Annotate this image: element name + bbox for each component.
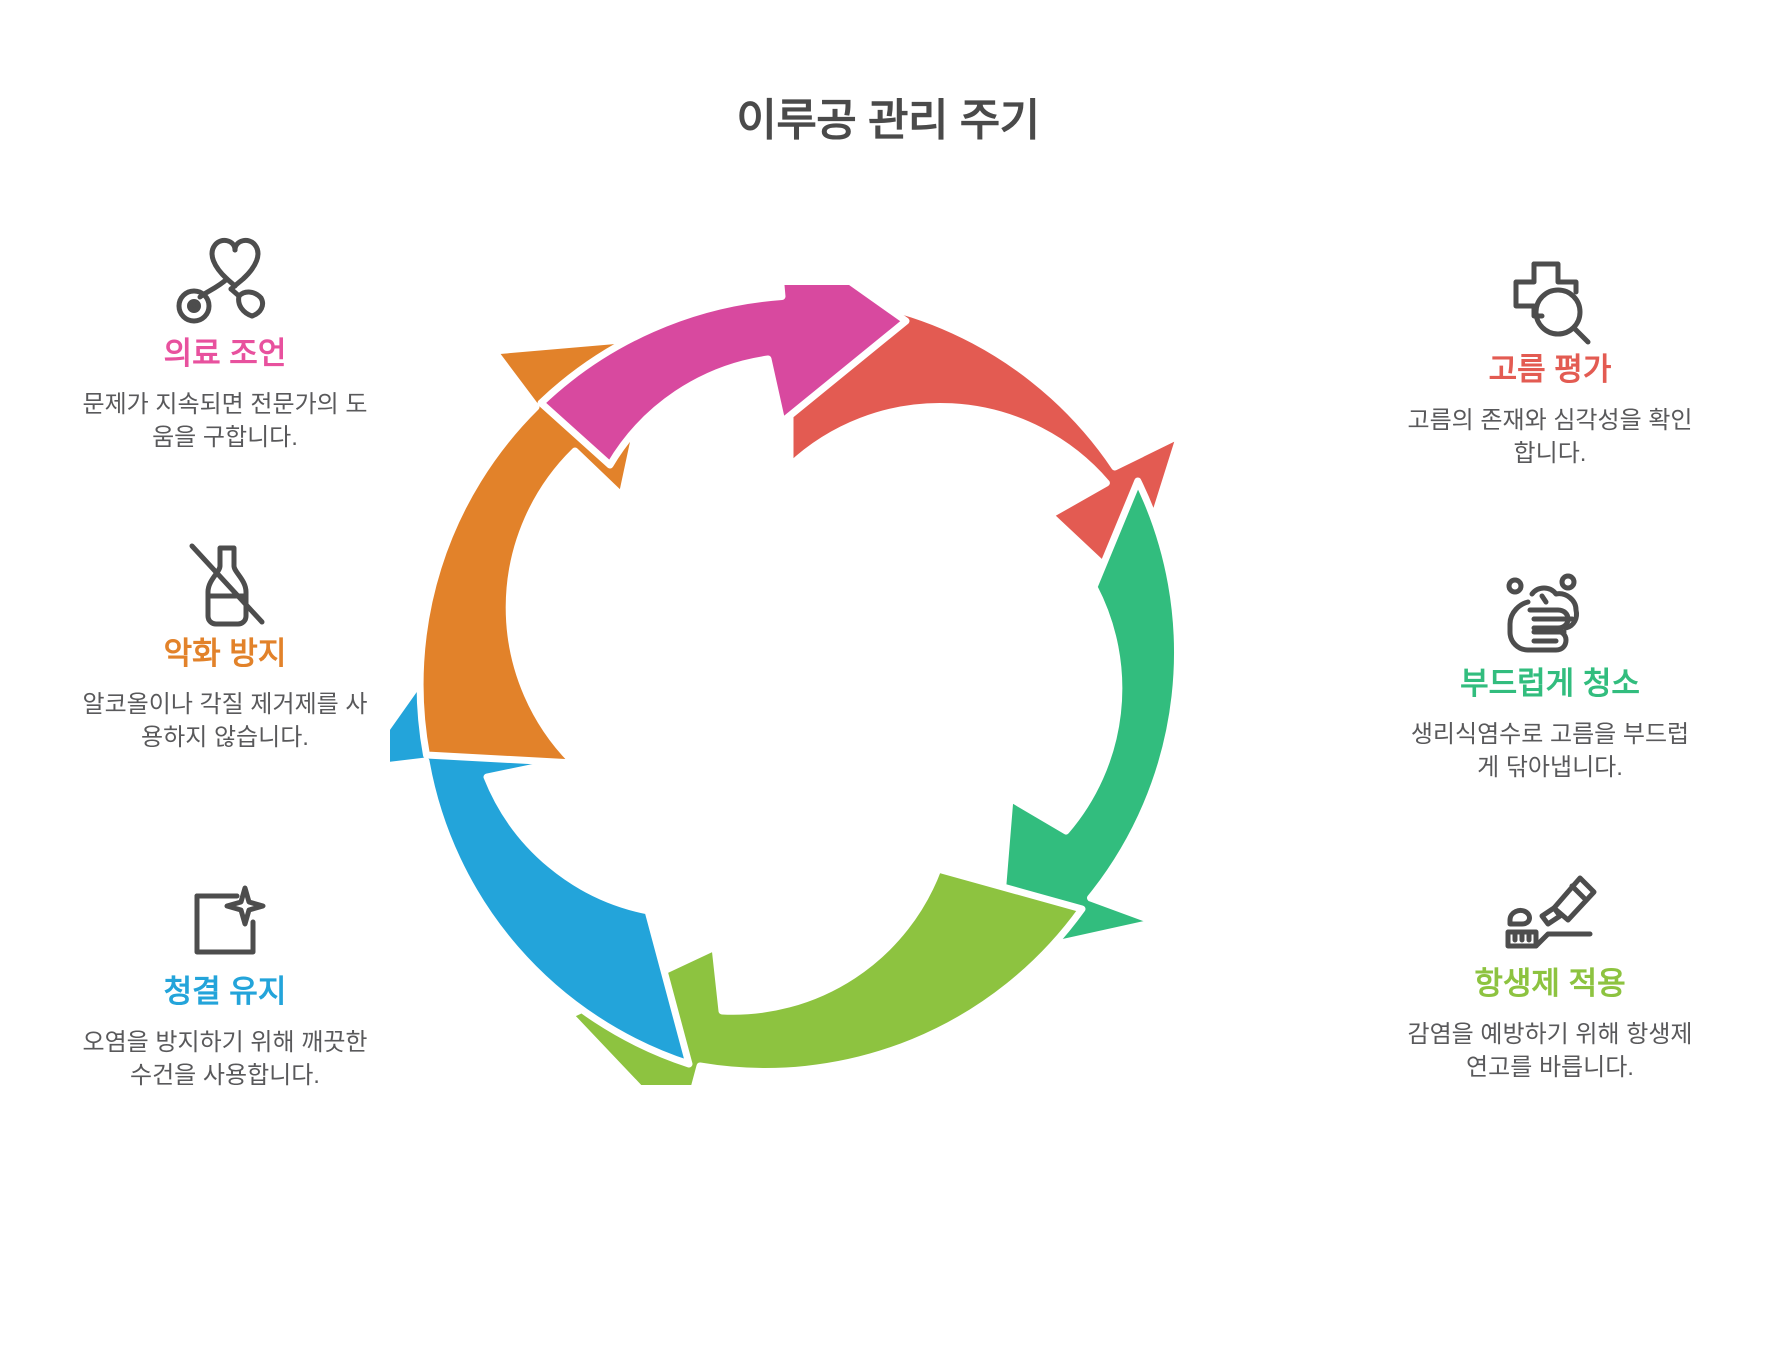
info-card-apply-antibiotic: 항생제 적용 감염을 예방하기 위해 항생제 연고를 바릅니다. — [1400, 852, 1700, 1084]
info-card-title: 악화 방지 — [163, 636, 287, 671]
info-card-description: 생리식염수로 고름을 부드럽게 닦아냅니다. — [1410, 720, 1690, 781]
info-card-gentle-clean: 부드럽게 청소 생리식염수로 고름을 부드럽게 닦아냅니다. — [1400, 552, 1700, 784]
heart-stethoscope-icon — [75, 222, 375, 330]
hand-washing-icon — [1400, 552, 1700, 660]
info-card-assess-pus: 고름 평가 고름의 존재와 심각성을 확인합니다. — [1400, 238, 1700, 470]
info-card-title: 항생제 적용 — [1474, 966, 1626, 1001]
ointment-tube-icon — [1400, 852, 1700, 960]
info-card-prevent-worsening: 악화 방지 알코올이나 각질 제거제를 사용하지 않습니다. — [75, 522, 375, 754]
info-card-description: 알코올이나 각질 제거제를 사용하지 않습니다. — [82, 690, 368, 751]
info-card-title: 부드럽게 청소 — [1460, 666, 1640, 701]
info-card-title: 청결 유지 — [163, 974, 287, 1009]
info-card-description: 고름의 존재와 심각성을 확인합니다. — [1407, 406, 1693, 467]
cycle-diagram — [390, 285, 1190, 1085]
info-card-keep-clean: 청결 유지 오염을 방지하기 위해 깨끗한 수건을 사용합니다. — [75, 860, 375, 1092]
info-card-description: 오염을 방지하기 위해 깨끗한 수건을 사용합니다. — [82, 1028, 368, 1089]
cycle-segment-gentle-clean — [993, 477, 1181, 961]
medical-cross-magnifier-icon — [1400, 238, 1700, 346]
info-card-medical-advice: 의료 조언 문제가 지속되면 전문가의 도움을 구합니다. — [75, 222, 375, 454]
page-title: 이루공 관리 주기 — [736, 96, 1040, 145]
info-card-title: 고름 평가 — [1488, 352, 1612, 387]
no-alcohol-bottle-icon — [75, 522, 375, 630]
cycle-segment-apply-antibiotic — [566, 865, 1086, 1085]
info-card-description: 문제가 지속되면 전문가의 도움을 구합니다. — [82, 390, 368, 451]
info-card-title: 의료 조언 — [163, 336, 287, 371]
info-card-description: 감염을 예방하기 위해 항생제 연고를 바릅니다. — [1407, 1020, 1693, 1081]
cycle-segment-assess-pus — [786, 291, 1184, 595]
cycle-segment-medical-advice — [537, 285, 910, 469]
clean-towel-sparkle-icon — [75, 860, 375, 968]
